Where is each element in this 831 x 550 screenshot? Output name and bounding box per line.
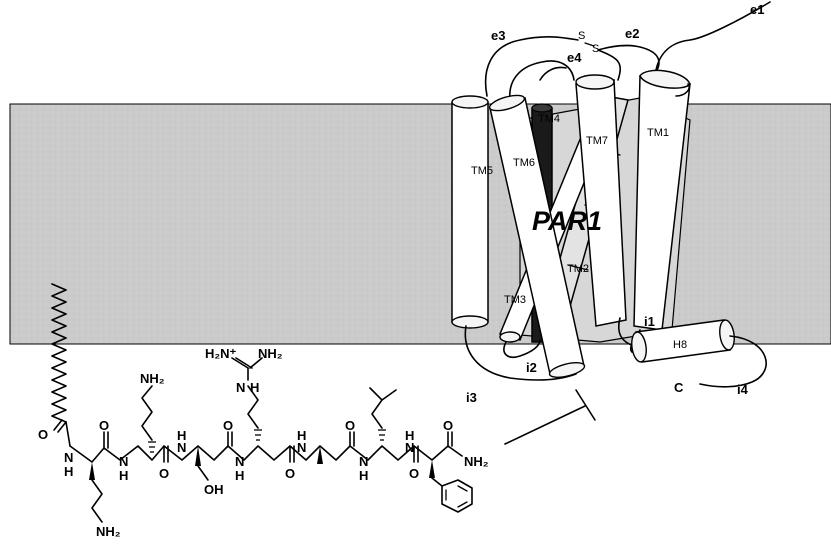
extracellular-loops bbox=[484, 1, 771, 101]
amide-h-6: H bbox=[359, 468, 368, 483]
ser-sidechain bbox=[197, 465, 209, 481]
tm5-label: TM5 bbox=[471, 165, 493, 177]
amide-n-6: N bbox=[359, 454, 368, 469]
loop-i2 bbox=[503, 339, 541, 358]
leu-sidechain bbox=[369, 387, 397, 441]
amide-n-2: N bbox=[119, 454, 128, 469]
acyl-oxygen: O bbox=[38, 427, 48, 442]
i2-label: i2 bbox=[526, 360, 537, 375]
carbonyl-o-7: O bbox=[443, 418, 453, 433]
tm6-label: TM6 bbox=[513, 157, 535, 169]
loop-e4-tail bbox=[539, 66, 567, 81]
amide-h-5: H bbox=[297, 428, 306, 443]
e2-label: e2 bbox=[625, 26, 639, 41]
e3-label: e3 bbox=[491, 28, 505, 43]
carbonyl-o-4: O bbox=[285, 466, 295, 481]
amide-h-7: H bbox=[405, 428, 414, 443]
tm2-label: TM2 bbox=[567, 263, 589, 275]
amide-h-4: H bbox=[235, 468, 244, 483]
arg-nh2: NH₂ bbox=[258, 346, 283, 361]
loop-i3 bbox=[464, 325, 577, 381]
amide-n-7: N bbox=[405, 440, 414, 455]
arg-sidechain bbox=[231, 357, 263, 441]
h8-label: H8 bbox=[673, 339, 687, 351]
c-terminus-label: C bbox=[674, 380, 684, 395]
disulfide-s2: S bbox=[592, 43, 599, 55]
carbonyl-o-5: O bbox=[345, 418, 355, 433]
terminal-amide: NH₂ bbox=[464, 454, 489, 469]
arg-n: N bbox=[236, 380, 245, 395]
helix-bundle bbox=[451, 69, 691, 378]
lys1-amine: NH₂ bbox=[96, 524, 121, 539]
disulfide-bond bbox=[584, 42, 595, 47]
peptide-backbone bbox=[69, 445, 463, 463]
amide-n-3: N bbox=[177, 440, 186, 455]
i3-label: i3 bbox=[466, 390, 477, 405]
amide-n-5: N bbox=[297, 440, 306, 455]
intracellular-loops bbox=[464, 317, 767, 388]
loop-e2 bbox=[597, 44, 660, 81]
carbonyl-o-6: O bbox=[409, 466, 419, 481]
arg-h: H bbox=[250, 380, 259, 395]
pepducin-structure: O N H NH₂ O N H NH₂ O N H OH O N H N H H… bbox=[38, 283, 489, 539]
loop-e1 bbox=[655, 1, 771, 71]
loop-e3 bbox=[484, 36, 579, 97]
lys1-sidechain bbox=[91, 479, 103, 523]
carbonyl-o-1: O bbox=[99, 418, 109, 433]
loop-i4 bbox=[699, 335, 767, 388]
tm7-label: TM7 bbox=[586, 135, 608, 147]
carbonyls bbox=[103, 431, 453, 463]
tm3-label: TM3 bbox=[504, 294, 526, 306]
amide-h-3: H bbox=[177, 428, 186, 443]
i1-label: i1 bbox=[644, 314, 655, 329]
benzene-ring bbox=[441, 479, 473, 513]
receptor-title: PAR1 bbox=[532, 206, 602, 236]
disulfide-s1: S bbox=[578, 30, 585, 42]
e4-label: e4 bbox=[567, 50, 582, 65]
tm1-label: TM1 bbox=[647, 127, 669, 139]
inhibition-symbol bbox=[504, 389, 596, 445]
receptor-labels: PAR1 TM5 TM6 TM4 TM7 TM1 TM2 TM3 H8 e1 e… bbox=[466, 2, 764, 405]
helix-tm5 bbox=[451, 95, 489, 329]
tm4-label: TM4 bbox=[538, 113, 560, 125]
e1-label: e1 bbox=[750, 2, 764, 17]
ligand-labels: O N H NH₂ O N H NH₂ O N H OH O N H N H H… bbox=[38, 346, 489, 539]
loop-e4 bbox=[509, 60, 575, 101]
membrane-bilayer bbox=[9, 103, 831, 345]
lys2-amine: NH₂ bbox=[140, 371, 165, 386]
arg-h2n-plus: H₂N⁺ bbox=[205, 346, 237, 361]
carbonyl-o-2: O bbox=[159, 466, 169, 481]
amide-h-2: H bbox=[119, 468, 128, 483]
amide-n-4: N bbox=[235, 454, 244, 469]
lipid-chain bbox=[51, 283, 67, 423]
amide-n-1: N bbox=[64, 450, 73, 465]
helix-tm7 bbox=[575, 74, 627, 327]
helix-h8 bbox=[631, 319, 735, 363]
lys2-sidechain bbox=[141, 385, 156, 453]
ser-hydroxyl: OH bbox=[204, 482, 224, 497]
i4-label: i4 bbox=[737, 382, 749, 397]
amide-h-1: H bbox=[64, 464, 73, 479]
helix-tm6 bbox=[488, 94, 586, 378]
carbonyl-o-3: O bbox=[223, 418, 233, 433]
phe-sidechain bbox=[429, 460, 473, 513]
